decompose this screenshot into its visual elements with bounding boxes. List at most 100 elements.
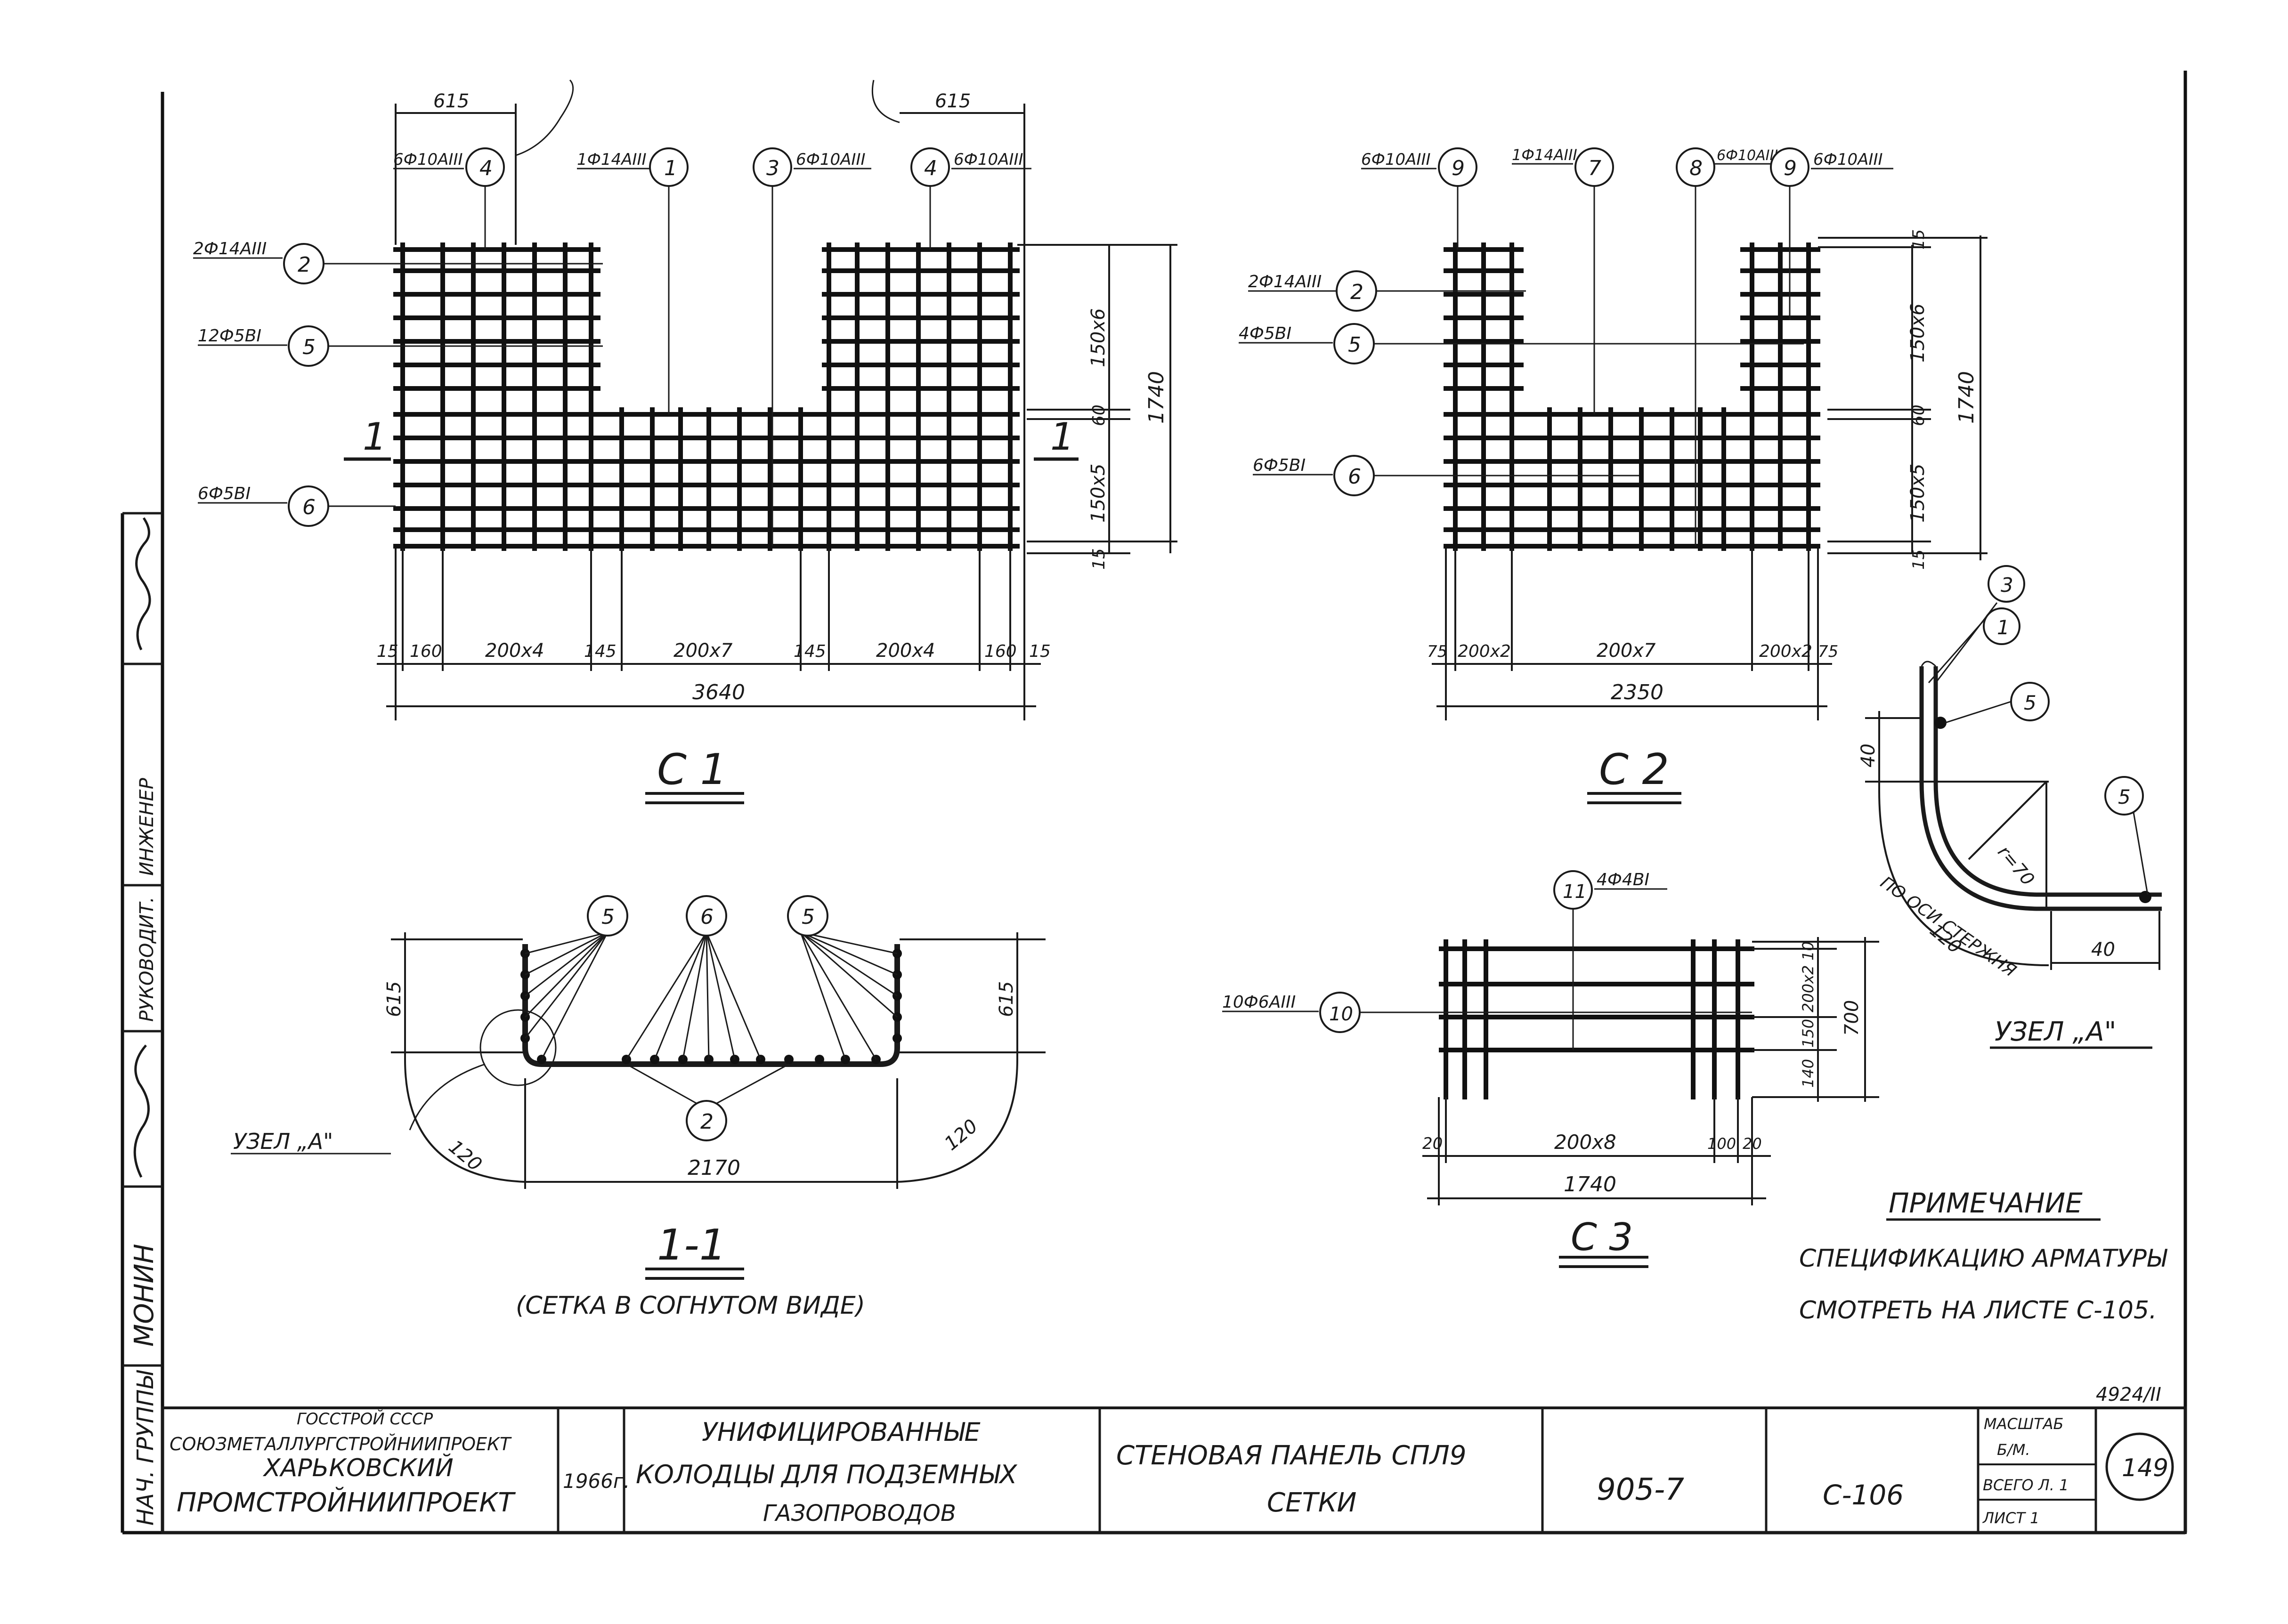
svg-text:10: 10 (1329, 1003, 1353, 1025)
tb-scale-value: Б/М. (1997, 1441, 2030, 1459)
node-a-title: УЗЕЛ „А" (1995, 1017, 2116, 1047)
note-line-2: СМОТРЕТЬ НА ЛИСТЕ С-105. (1799, 1296, 2157, 1325)
stamp-role-2: РУКОВОДИТ. (136, 897, 158, 1022)
svg-text:2Ф14АIII: 2Ф14АIII (193, 239, 267, 259)
stamp-role-3: ИНЖЕНЕР (136, 777, 158, 876)
c2-callout-pos7: 1Ф14АIII 7 (1512, 146, 1614, 414)
section-1-1: 5 6 5 2 УЗЕЛ „А" 615 615 120 2170 120 1-… (231, 895, 1046, 1320)
tb-sheet-1: СТЕНОВАЯ ПАНЕЛЬ СПЛ9 (1116, 1440, 1467, 1471)
c3-dim-b2: 100 (1707, 1135, 1736, 1153)
svg-text:6Ф10АIII: 6Ф10АIII (393, 150, 463, 169)
tb-sheet-code: С-106 (1823, 1479, 1904, 1511)
c1-dim-b7: 160 (984, 642, 1017, 661)
s11-dim-arc-right: 120 (941, 1115, 982, 1155)
c2-callout-pos9-right: 9 6Ф10АIII (1770, 147, 1893, 320)
svg-text:9: 9 (1784, 156, 1797, 180)
c2-dim-right-150x6: 150x6 (1907, 304, 1929, 363)
c1-dim-b2: 200x4 (485, 640, 544, 662)
svg-text:7: 7 (1588, 156, 1601, 180)
svg-text:6Ф10АIII: 6Ф10АIII (1813, 150, 1883, 169)
tb-series: 905-7 (1597, 1472, 1684, 1507)
tb-year: 1966г. (563, 1470, 630, 1493)
svg-text:6Ф10АIII: 6Ф10АIII (1717, 147, 1778, 164)
tb-org-3: ХАРЬКОВСКИЙ (262, 1454, 454, 1482)
svg-text:10Ф6АIII: 10Ф6АIII (1222, 993, 1296, 1012)
mesh-c3: 11 4Ф4ВI 10Ф6АIII 10 10 200x2 150 140 70… (1222, 870, 1879, 1268)
node-a-bubble-3: 3 (2001, 574, 2013, 597)
c3-dim-right-700: 700 (1841, 1000, 1863, 1036)
c1-dim-height: 1740 (1144, 371, 1168, 424)
c1-dim-right-60: 60 (1089, 404, 1109, 426)
c2-dim-b2: 200x7 (1597, 640, 1656, 662)
signature-1 (135, 517, 151, 651)
c2-dim-b3: 200x2 (1759, 642, 1812, 661)
tb-sheet-2: СЕТКИ (1267, 1487, 1356, 1518)
c3-dim-b3: 20 (1743, 1135, 1762, 1153)
svg-text:6Ф10АIII: 6Ф10АIII (796, 150, 866, 169)
c3-dim-right-200x2: 200x2 (1799, 965, 1817, 1012)
c2-dim-right-60: 60 (1909, 404, 1928, 426)
svg-text:6: 6 (302, 495, 316, 519)
tb-page: 149 (2122, 1454, 2168, 1482)
svg-text:3: 3 (766, 156, 779, 180)
c2-dim-right-150x5: 150x5 (1907, 464, 1929, 523)
svg-text:6Ф10АIII: 6Ф10АIII (954, 150, 1023, 169)
svg-text:6Ф5ВI: 6Ф5ВI (1253, 456, 1306, 475)
c3-dim-b1: 200x8 (1554, 1131, 1616, 1154)
s11-title: 1-1 (657, 1220, 726, 1270)
c1-section-mark-left: 1 (363, 415, 387, 459)
node-a-dim-radius: r=70 (1994, 842, 2038, 890)
signature-2 (133, 1044, 150, 1178)
note-line-1: СПЕЦИФИКАЦИЮ АРМАТУРЫ (1799, 1244, 2168, 1273)
c1-dim-b6: 200x4 (876, 640, 935, 662)
node-a-bubble-5-right: 5 (2118, 785, 2131, 808)
svg-text:6Ф10АIII: 6Ф10АIII (1361, 150, 1431, 169)
c2-title: С 2 (1599, 745, 1669, 794)
c2-dim-right-15-bottom: 15 (1909, 549, 1928, 570)
node-a-dim-40-horiz: 40 (2091, 939, 2115, 961)
mesh-c3-vertical-bars (1444, 939, 1740, 1099)
tb-scale-label: МАСШТАБ (1984, 1415, 2063, 1433)
tb-org-4: ПРОМСТРОЙНИИПРОЕКТ (177, 1487, 516, 1518)
c3-dim-total: 1740 (1564, 1172, 1616, 1196)
s11-bubble-5-right: 5 (802, 905, 815, 929)
note-heading: ПРИМЕЧАНИЕ (1889, 1187, 2083, 1219)
svg-text:1Ф14АIII: 1Ф14АIII (577, 150, 647, 169)
tb-sheet-no: ЛИСТ 1 (1982, 1509, 2039, 1527)
c2-callout-pos2: 2Ф14АIII 2 (1248, 270, 1526, 312)
c3-dim-b0: 20 (1422, 1134, 1443, 1153)
page-number-circle (2105, 1432, 2174, 1501)
mesh-c2-vertical-bars (1453, 242, 1811, 551)
svg-text:2: 2 (1350, 280, 1363, 304)
c3-dim-right-150: 150 (1799, 1019, 1817, 1048)
svg-text:5: 5 (1348, 333, 1361, 357)
svg-text:4Ф5ВI: 4Ф5ВI (1239, 324, 1291, 343)
node-a-marker (479, 1009, 557, 1086)
c2-dim-height: 1740 (1955, 371, 1979, 424)
s11-dim-2170: 2170 (688, 1156, 740, 1180)
title-block: 4924/II ГОССТРОЙ СССР СОЮЗМЕТАЛЛУРГСТРОЙ… (161, 1384, 2187, 1534)
c2-dim-right-15-top: 15 (1909, 229, 1928, 250)
c2-callout-pos5: 4Ф5ВI 5 (1239, 323, 1804, 364)
s11-node-label: УЗЕЛ „А" (233, 1129, 333, 1154)
c1-callout-pos3: 3 6Ф10АIII (753, 147, 871, 546)
stamp-role-1: НАЧ. ГРУППЫ (132, 1370, 159, 1526)
c1-dim-right-150x5: 150x5 (1087, 464, 1109, 523)
mesh-c1: 615 615 6Ф10АIII 4 1Ф14АIII 1 3 6Ф10АIII (193, 79, 1177, 804)
s11-dim-left-615: 615 (383, 981, 405, 1017)
svg-text:2: 2 (298, 253, 311, 277)
c1-dim-top-left: 615 (433, 90, 469, 112)
c1-dim-b8: 15 (1029, 642, 1051, 661)
s11-dim-right-615: 615 (996, 981, 1017, 1017)
node-a-detail: 3 1 5 5 40 r=70 120 ПО ОСИ СТЕРЖНЯ 40 УЗ… (1858, 565, 2162, 1049)
svg-text:6Ф5ВI: 6Ф5ВI (198, 484, 251, 503)
bent-mesh-profile (522, 944, 900, 1067)
c1-dim-right-15: 15 (1089, 548, 1109, 570)
tb-org-1: ГОССТРОЙ СССР (297, 1409, 433, 1429)
s11-bubble-2: 2 (700, 1110, 714, 1134)
mesh-c1-vertical-bars (400, 242, 1013, 551)
s11-dim-arc-left: 120 (445, 1136, 486, 1175)
tb-org-2: СОЮЗМЕТАЛЛУРГСТРОЙНИИПРОЕКТ (170, 1434, 512, 1454)
c1-section-mark-right: 1 (1050, 415, 1074, 459)
c1-dim-b5: 145 (794, 642, 826, 661)
